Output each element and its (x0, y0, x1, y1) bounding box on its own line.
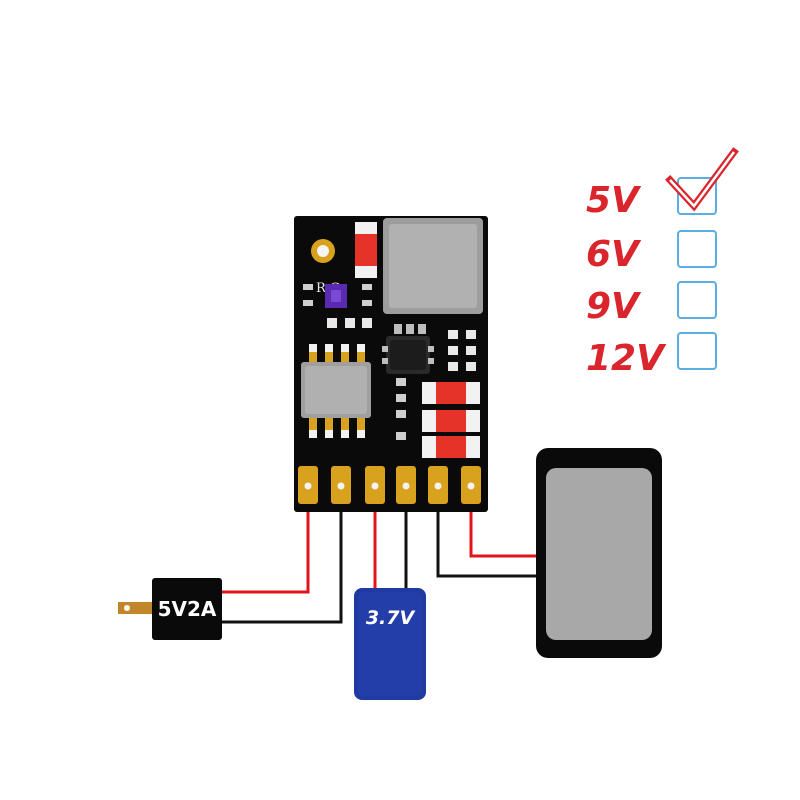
resistor-2 (436, 410, 466, 432)
ic-small-pins (382, 324, 434, 364)
pad-e (396, 394, 406, 402)
resistor-3 (436, 436, 466, 458)
ic-main-pins-bottom (309, 418, 365, 438)
battery-label: 3.7V (366, 607, 416, 629)
adapter-prong (118, 602, 152, 614)
wire-adapter-red (222, 486, 310, 594)
voltage-option-9v: 9V (586, 281, 717, 327)
adapter-body (152, 578, 222, 640)
voltage-label-5v: 5V (586, 180, 642, 221)
battery-face (358, 592, 422, 696)
adapter-prong-hole (124, 605, 130, 611)
pad-f (396, 410, 406, 418)
checkbox-12v[interactable] (677, 332, 717, 370)
smd-cap-2-pad (362, 284, 372, 290)
voltage-option-6v: 6V (586, 230, 717, 275)
ic-main-pin-tips-bottom (309, 430, 365, 438)
resistor-1 (436, 382, 466, 404)
resistor-stack (422, 382, 480, 458)
pad-b (345, 318, 355, 328)
smd-cap-1-pad (303, 284, 313, 290)
voltage-label-9v: 9V (586, 286, 642, 327)
smd-cap-1-pad-b (303, 300, 313, 306)
inductor-top (389, 224, 477, 308)
voltage-label-6v: 6V (586, 234, 642, 275)
resistor-top-pad-b (355, 266, 377, 278)
pcb-module: R G (294, 216, 488, 512)
switch-button (546, 468, 652, 640)
ic-main-pins-top (309, 344, 365, 362)
smd-cap-2-pad-b (362, 300, 372, 306)
ic-small-body (390, 340, 426, 370)
edge-pads (298, 466, 481, 504)
wire-adapter-black (222, 486, 343, 624)
led-lens (331, 290, 341, 302)
switch (536, 448, 662, 658)
ic-main-pin-tips-top (309, 344, 365, 352)
wire-switch-black (436, 486, 540, 578)
pad-grid (448, 330, 476, 371)
voltage-options: 5V 6V 9V 12V (586, 147, 739, 379)
mounting-hole-center (317, 245, 329, 257)
power-adapter: 5V2A (118, 578, 222, 640)
pad-g (396, 432, 406, 440)
pad-a (327, 318, 337, 328)
checkbox-6v[interactable] (677, 230, 717, 268)
ic-main-top (305, 366, 367, 414)
voltage-label-12v: 12V (586, 338, 667, 379)
checkbox-9v[interactable] (677, 281, 717, 319)
checkmark-icon (665, 147, 739, 212)
voltage-option-5v: 5V (586, 147, 739, 221)
pad-d (396, 378, 406, 386)
pad-c (362, 318, 372, 328)
ic-main (301, 344, 371, 438)
resistor-top-pad-a (355, 222, 377, 234)
resistor-top (355, 234, 377, 266)
voltage-option-12v: 12V (586, 332, 717, 379)
adapter-label: 5V2A (158, 597, 217, 621)
battery: 3.7V (354, 588, 426, 700)
